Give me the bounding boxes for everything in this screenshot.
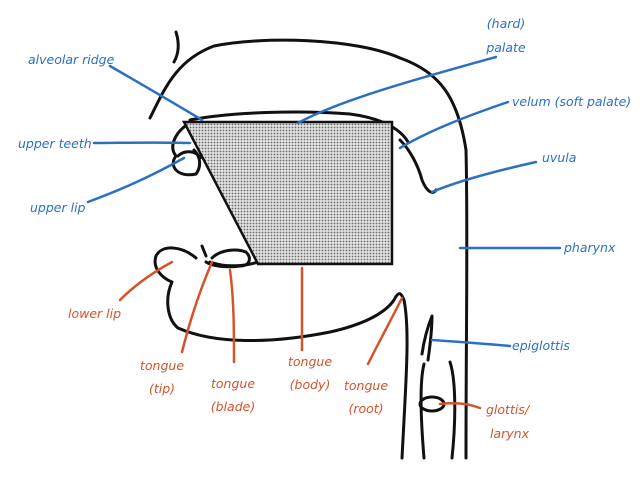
label-tongue-body-line2: (body) xyxy=(290,377,331,392)
label-hard-palate-line2: palate xyxy=(485,40,526,55)
nasal-cavity-outline xyxy=(148,38,468,152)
label-tongue-root-line1: tongue xyxy=(344,378,388,393)
upper-lip-outline xyxy=(171,122,202,177)
epiglottis-leader xyxy=(430,338,512,348)
nose-outline xyxy=(172,30,180,64)
label-tongue-blade-line1: tongue xyxy=(211,376,255,391)
lower-lip-leader xyxy=(118,260,174,302)
pharynx-back-wall xyxy=(464,148,469,460)
upper-lip-leader xyxy=(86,156,186,204)
label-tongue-blade-line2: (blade) xyxy=(211,399,255,414)
larynx-back xyxy=(448,360,457,460)
label-velum: velum (soft palate) xyxy=(512,94,631,109)
label-tongue-root-line2: (root) xyxy=(348,401,383,416)
velum-outline xyxy=(398,138,438,194)
label-glottis-line2: larynx xyxy=(490,426,530,441)
hard-palate-leader xyxy=(296,55,498,125)
label-tongue-tip-line1: tongue xyxy=(140,358,184,373)
oral-cavity-patch xyxy=(181,120,394,266)
velum-leader xyxy=(398,100,510,150)
jaw-outline xyxy=(176,292,409,460)
label-epiglottis: epiglottis xyxy=(512,338,570,353)
tongue-root-leader xyxy=(366,296,404,366)
label-tongue-tip-line2: (tip) xyxy=(149,381,175,396)
palate-roof xyxy=(188,110,410,144)
label-tongue-body-line1: tongue xyxy=(288,354,332,369)
upper-teeth-outline xyxy=(176,150,202,160)
tongue-tip-leader xyxy=(180,260,214,354)
label-pharynx: pharynx xyxy=(563,240,616,255)
label-upper-teeth: upper teeth xyxy=(18,136,92,151)
label-upper-lip: upper lip xyxy=(30,200,86,215)
label-lower-lip: lower lip xyxy=(68,306,121,321)
tongue-outline xyxy=(208,260,260,268)
larynx-front xyxy=(419,362,426,460)
label-hard-palate-line1: (hard) xyxy=(487,16,525,31)
alveolar-ridge-leader xyxy=(108,64,204,122)
label-uvula: uvula xyxy=(542,150,576,165)
label-alveolar-ridge: alveolar ridge xyxy=(28,52,115,67)
label-glottis-line1: glottis/ xyxy=(486,402,531,417)
tongue-blade-leader xyxy=(228,268,236,364)
uvula-leader xyxy=(430,160,538,194)
epiglottis-outline xyxy=(420,314,434,362)
lower-lip-outline xyxy=(153,246,198,330)
glottis-leader xyxy=(438,401,482,410)
lower-teeth-outline xyxy=(200,244,251,269)
